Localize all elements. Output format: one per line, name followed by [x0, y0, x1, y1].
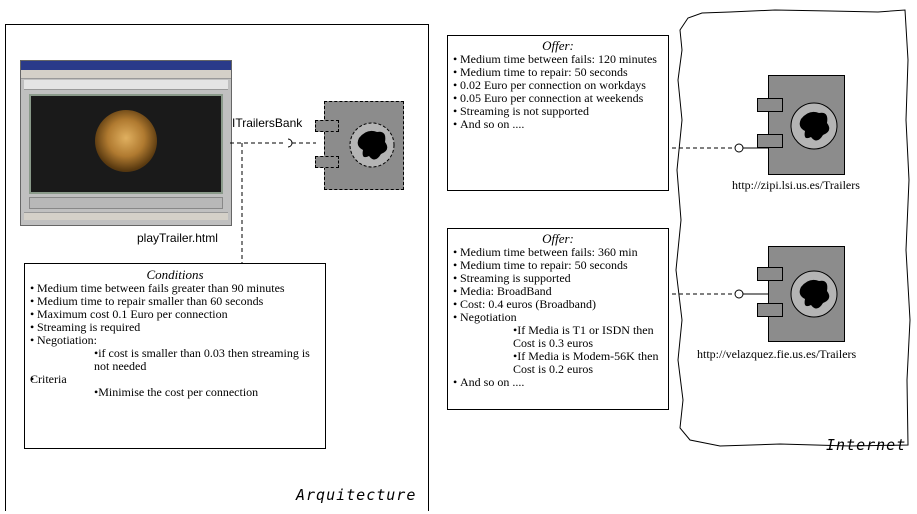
browser-addressbar: [24, 80, 228, 90]
lollipop-icon: [734, 289, 744, 299]
architecture-frame: [5, 24, 429, 511]
component-tab: [757, 267, 783, 281]
player-controls[interactable]: [29, 197, 223, 209]
conditions-box: Conditions Medium time between fails gre…: [24, 263, 326, 449]
offer-item: Negotiation: [453, 311, 663, 325]
condition-subitem: if cost is smaller than 0.03 then stream…: [94, 346, 320, 373]
offer-subitem-text: If Media is Modem-56K then Cost is 0.2 e…: [513, 349, 659, 376]
browser-screenshot[interactable]: [20, 60, 232, 226]
offer-subitem-text: If Media is T1 or ISDN then Cost is 0.3 …: [513, 323, 654, 350]
velazquez-url[interactable]: http://velazquez.fie.us.es/Trailers: [697, 347, 857, 361]
condition-item: Streaming is required: [30, 321, 320, 335]
world-map-icon: [790, 270, 838, 318]
trailers-bank-component[interactable]: [315, 101, 404, 190]
internet-cloud: [675, 9, 911, 447]
zipi-url[interactable]: http://zipi.lsi.us.es/Trailers: [732, 178, 860, 192]
page-caption: playTrailer.html: [137, 231, 218, 245]
conditions-title: Conditions: [146, 267, 204, 282]
offer-title: Offer:: [542, 231, 574, 246]
offer-item: Cost: 0.4 euros (Broadband): [453, 298, 663, 312]
lollipop-icon: [734, 143, 744, 153]
offer-item: Streaming is supported: [453, 272, 663, 286]
offer-item: Medium time between fails: 360 min: [453, 246, 663, 260]
component-tab: [315, 120, 339, 132]
condition-item: Negotiation:: [30, 334, 320, 348]
video-area: [29, 94, 223, 194]
offer-item: Streaming is not supported: [453, 105, 663, 119]
interface-label: ITrailersBank: [232, 116, 303, 130]
world-map-icon: [349, 122, 395, 168]
condition-item: Maximum cost 0.1 Euro per connection: [30, 308, 320, 322]
criteria-subitem: Minimise the cost per connection: [94, 385, 320, 399]
offer-item: And so on ....: [453, 118, 663, 132]
offer-box-1: Offer: Medium time between fails: 120 mi…: [447, 35, 669, 191]
lion-logo-icon: [95, 110, 157, 172]
offer-item: Medium time between fails: 120 minutes: [453, 53, 663, 67]
offer-title: Offer:: [542, 38, 574, 53]
world-map-icon: [790, 102, 838, 150]
socket-icon: [287, 138, 293, 148]
offer-item: Medium time to repair: 50 seconds: [453, 66, 663, 80]
component-tab: [315, 156, 339, 168]
offer-item: Media: BroadBand: [453, 285, 663, 299]
offer-item: 0.02 Euro per connection on workdays: [453, 79, 663, 93]
criteria-subitem-text: Minimise the cost per connection: [94, 385, 258, 399]
zipi-component[interactable]: [757, 75, 845, 175]
criteria-label: Criteria: [30, 373, 320, 387]
browser-statusbar: [24, 212, 228, 220]
condition-subitem-text: if cost is smaller than 0.03 then stream…: [94, 346, 310, 373]
component-tab: [757, 134, 783, 148]
browser-menubar: [21, 70, 231, 79]
condition-item: Medium time to repair smaller than 60 se…: [30, 295, 320, 309]
offer-item: Medium time to repair: 50 seconds: [453, 259, 663, 273]
offer-subitem: If Media is Modem-56K then Cost is 0.2 e…: [513, 349, 663, 376]
offer-subitem: If Media is T1 or ISDN then Cost is 0.3 …: [513, 323, 663, 350]
browser-titlebar: [21, 61, 231, 70]
condition-item: Medium time between fails greater than 9…: [30, 282, 320, 296]
offer-item: 0.05 Euro per connection at weekends: [453, 92, 663, 106]
velazquez-component[interactable]: [757, 246, 845, 342]
offer-box-2: Offer: Medium time between fails: 360 mi…: [447, 228, 669, 410]
internet-label: Internet: [826, 436, 907, 454]
architecture-label: Arquitecture: [296, 486, 417, 504]
component-tab: [757, 303, 783, 317]
component-tab: [757, 98, 783, 112]
offer-item: And so on ....: [453, 376, 663, 390]
